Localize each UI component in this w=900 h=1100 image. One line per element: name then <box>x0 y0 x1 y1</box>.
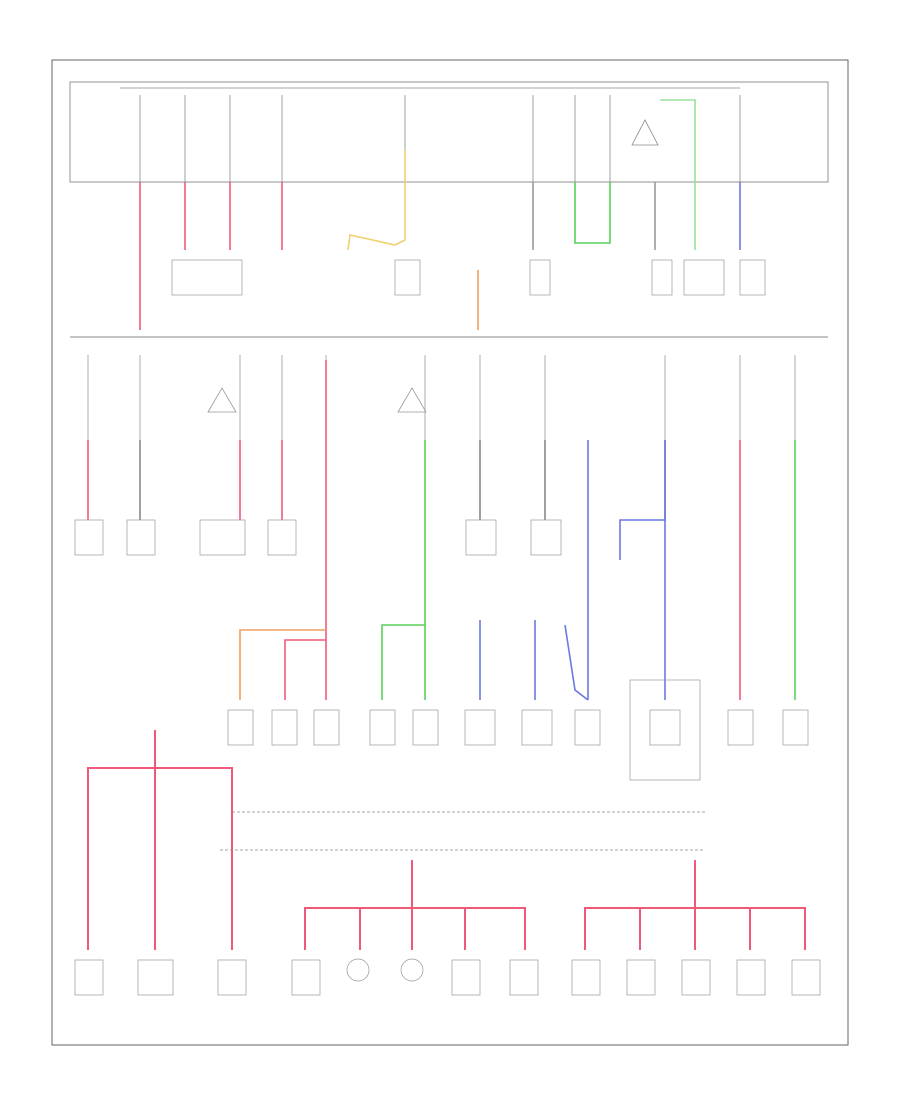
ground-lines <box>220 811 705 851</box>
middle-components <box>74 519 809 781</box>
middle-fuses <box>87 355 796 440</box>
bottom-components <box>74 958 821 996</box>
top-wires <box>139 99 741 330</box>
top-fuse-box <box>69 81 829 183</box>
middle-wires <box>87 360 796 701</box>
top-box-fuses <box>120 87 741 182</box>
top-components <box>171 259 766 296</box>
bottom-wires <box>87 730 806 950</box>
outer-frame <box>51 59 849 1046</box>
